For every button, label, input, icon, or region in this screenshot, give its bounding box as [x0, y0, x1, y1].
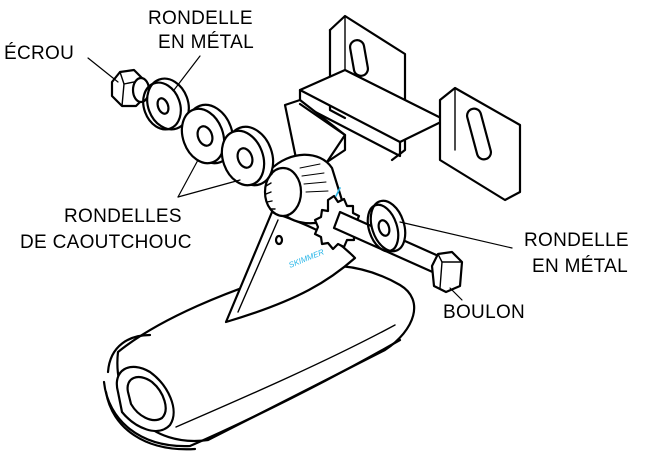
label-metal-washer-right-line2: EN MÉTAL [532, 256, 628, 277]
label-metal-washer-top-line2: EN MÉTAL [158, 32, 254, 53]
label-bolt: BOULON [443, 302, 525, 323]
metal-washer-on-bolt [366, 199, 407, 253]
label-rubber-washers-line2: DE CAOUTCHOUC [20, 232, 192, 253]
label-nut: ÉCROU [4, 43, 74, 64]
mounting-bracket [263, 14, 522, 251]
leader-bolt [449, 287, 463, 301]
rubber-washer-2 [220, 125, 275, 187]
leader-metal-washer-top [173, 55, 201, 91]
label-rubber-washers-line1: RONDELLES [64, 206, 182, 227]
leader-lines [87, 55, 513, 301]
label-metal-washer-top-line1: RONDELLE [148, 8, 253, 29]
leader-metal-washer-right [399, 221, 513, 249]
labels: RONDELLE EN MÉTAL ÉCROU RONDELLES DE CAO… [4, 8, 629, 323]
leader-rubber-washer-1 [177, 159, 199, 198]
leader-nut [87, 57, 119, 83]
metal-washer-top [142, 77, 190, 131]
nut [110, 68, 151, 108]
transducer-body [102, 264, 416, 451]
label-metal-washer-right-line1: RONDELLE [524, 230, 629, 251]
leader-rubber-washer-2 [177, 179, 241, 198]
